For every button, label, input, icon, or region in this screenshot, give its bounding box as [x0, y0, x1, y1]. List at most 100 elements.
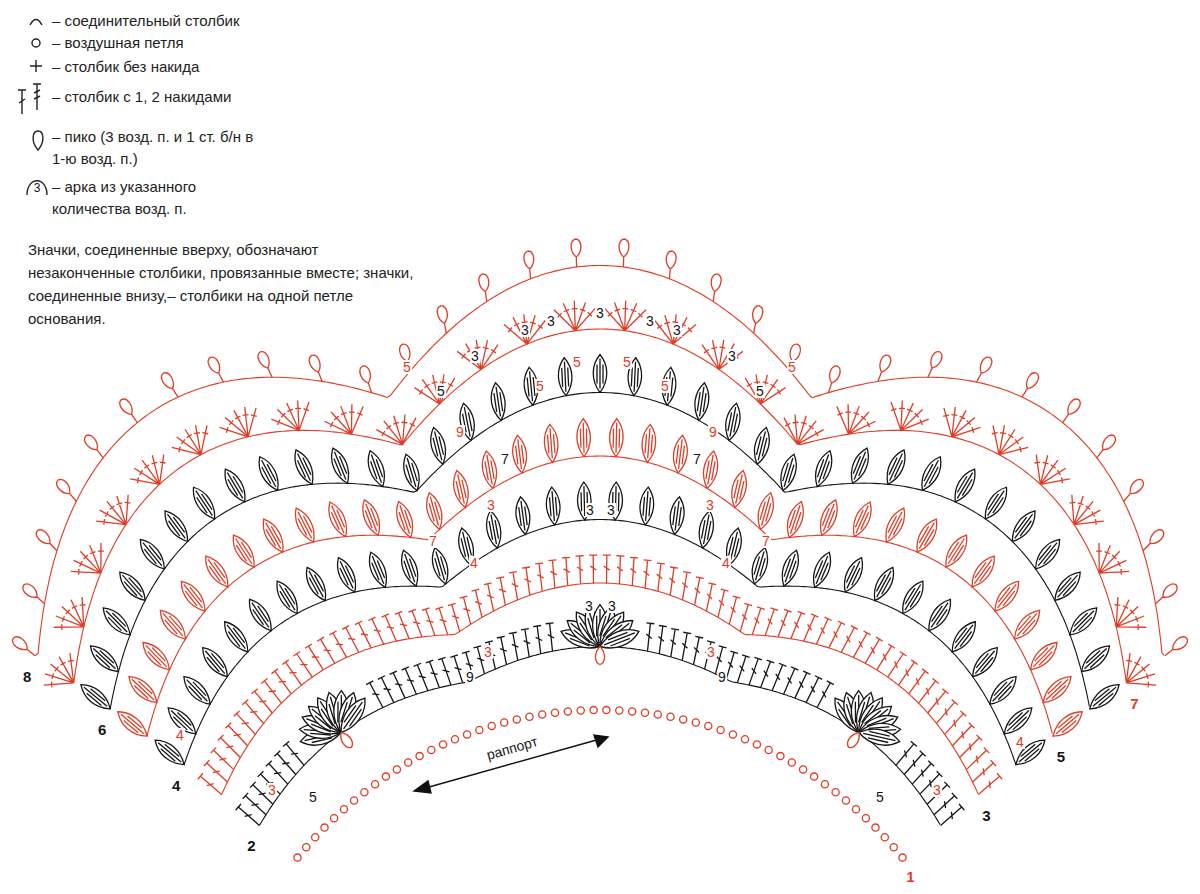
legend-text: – столбик с 1, 2 накидами	[52, 86, 312, 108]
stitch-symbol	[803, 676, 823, 705]
arch-count: 9	[708, 425, 718, 439]
fan-symbol	[982, 418, 1033, 465]
stitch-symbol	[825, 621, 845, 650]
leaf-symbol	[593, 355, 607, 393]
arch-count: 3	[520, 323, 530, 337]
leaf-symbol	[400, 452, 424, 492]
picot-symbol	[972, 355, 994, 384]
row-number: 4	[171, 777, 181, 792]
fan-symbol	[321, 399, 370, 442]
row-line	[147, 456, 1052, 736]
arch-count: 3	[672, 323, 682, 337]
stitch-symbol	[435, 607, 451, 636]
stitch-symbol	[496, 577, 509, 606]
stitch-symbol	[701, 641, 715, 670]
arch-count: 4	[469, 556, 479, 570]
leaf-symbol	[365, 550, 392, 590]
stitch-symbol	[873, 644, 895, 672]
stitch-symbol	[509, 572, 521, 601]
chain-symbol	[729, 731, 736, 738]
leaf-symbol	[816, 497, 842, 537]
stitch-symbol	[814, 681, 834, 709]
stitch-symbol	[533, 626, 545, 655]
arch-count: 5	[436, 384, 446, 398]
chain-symbol	[488, 722, 495, 729]
leaf-symbol	[138, 638, 174, 675]
leaf-symbol	[880, 505, 909, 545]
stitch-symbol	[895, 660, 918, 688]
chain-symbol	[654, 711, 661, 718]
stitch-symbol	[641, 560, 651, 589]
chain-symbol	[303, 844, 310, 851]
chain-symbol	[842, 797, 849, 804]
stitch-symbol	[317, 637, 338, 665]
stitch-symbol	[252, 689, 276, 716]
rosette-leaf	[597, 624, 641, 653]
chain-symbol	[393, 766, 400, 773]
chain-symbol	[788, 759, 795, 766]
stitch-symbol	[422, 608, 439, 637]
chain-symbol	[629, 708, 636, 715]
stitch-symbol	[925, 689, 949, 716]
rosette-center	[596, 647, 605, 665]
fan-symbol	[740, 370, 787, 409]
leaf-symbol	[198, 643, 233, 681]
rosette-center	[845, 730, 863, 750]
note-text: Значки, соединенные вверху, обозначают н…	[28, 238, 418, 330]
slip-stitch-symbol	[30, 20, 42, 26]
stitch-symbol	[522, 567, 534, 596]
arch-count: 3	[486, 498, 496, 512]
arch-count: 7	[692, 452, 702, 466]
stitch-symbol	[448, 603, 464, 632]
leaf-symbol	[484, 510, 504, 550]
leaf-symbol	[1009, 606, 1044, 643]
leaf-symbol	[980, 484, 1012, 523]
chain-symbol	[821, 781, 828, 788]
chain-symbol	[765, 746, 772, 753]
arch-count: 3	[932, 783, 942, 797]
arch-count: 3	[585, 503, 595, 517]
fan-symbol	[653, 312, 697, 346]
fan-symbol	[1058, 488, 1109, 537]
arch-count: 4	[721, 556, 731, 570]
stitch-symbol	[234, 711, 259, 737]
fan-symbol	[554, 300, 596, 331]
chain-symbol	[321, 824, 328, 831]
picot-symbol	[749, 305, 764, 334]
leaf-symbol	[1050, 568, 1085, 605]
chain-symbol	[513, 716, 520, 723]
leaf-symbol	[1085, 679, 1123, 714]
leaf-symbol	[188, 484, 220, 523]
arch-count: 5	[535, 379, 545, 393]
leaf-symbol	[220, 466, 251, 506]
stitch-symbol	[714, 589, 728, 618]
chain-symbol	[340, 806, 347, 813]
arch-count: 3	[267, 783, 277, 797]
chain-symbol	[872, 824, 879, 831]
leaf-symbol	[1007, 507, 1040, 546]
row-line	[110, 393, 1089, 709]
chain-symbol	[852, 806, 859, 813]
stitch-symbol	[395, 611, 413, 640]
stitch-symbol	[917, 771, 942, 797]
leaf-symbol	[1077, 641, 1114, 677]
leaf-symbol	[846, 446, 873, 486]
leaf-symbol	[783, 499, 808, 539]
stitch-symbol	[283, 741, 307, 768]
picot-symbol	[206, 355, 228, 384]
picot-symbol	[436, 305, 451, 334]
chain-symbol	[603, 707, 610, 714]
leaf-symbol	[124, 672, 161, 708]
leaf-symbol	[332, 555, 361, 595]
row-number: 2	[246, 838, 256, 853]
rosette-leaf	[335, 694, 371, 737]
leaf-symbol	[301, 564, 331, 604]
picot-symbol	[307, 354, 326, 384]
stitch-symbol	[521, 629, 533, 658]
row-line	[74, 329, 1126, 683]
picot-symbol	[665, 251, 677, 280]
stitch-symbol	[603, 555, 611, 583]
stitch-symbol	[655, 626, 667, 655]
leaf-symbol	[427, 426, 449, 466]
stitch-symbol	[654, 563, 665, 592]
